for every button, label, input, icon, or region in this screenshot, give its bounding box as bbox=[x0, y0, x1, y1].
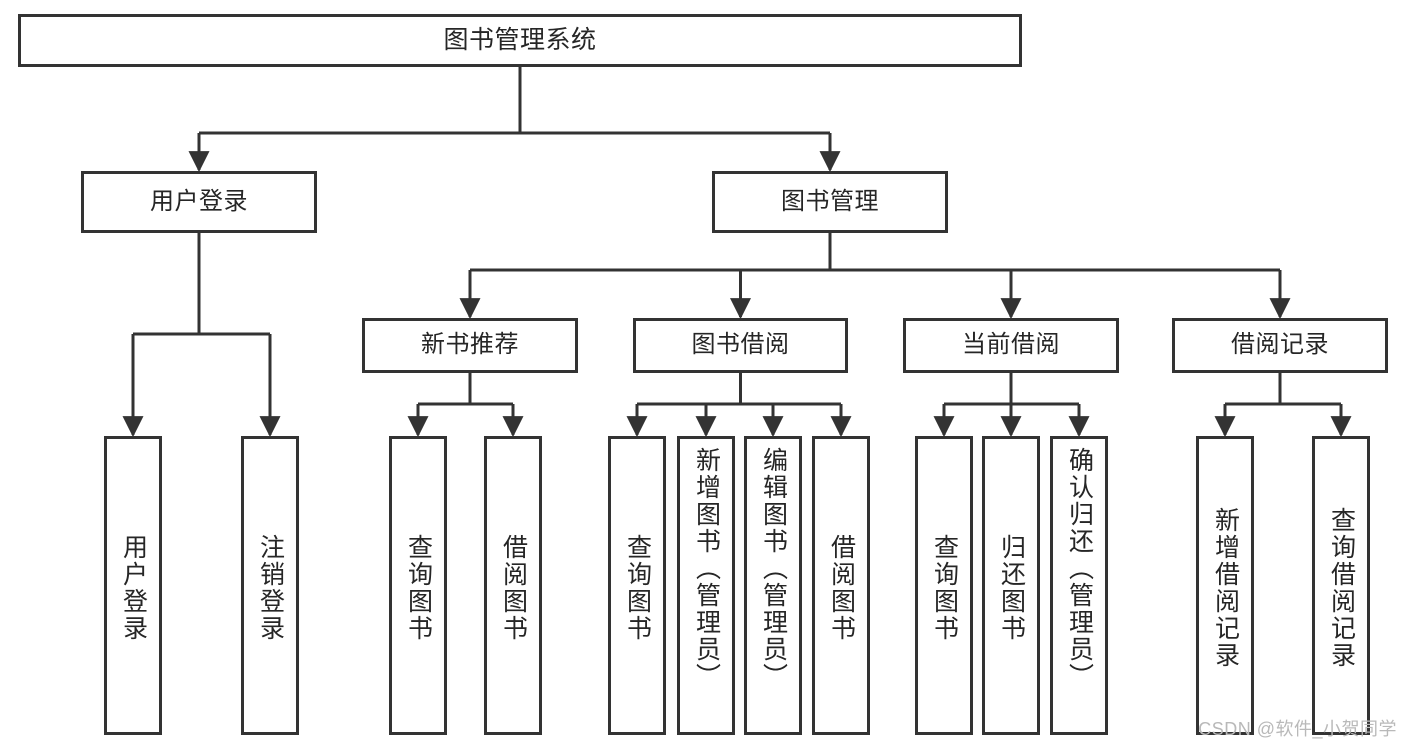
node-label: 归还图书 bbox=[997, 533, 1026, 642]
node-n3a[interactable]: 新书推荐 bbox=[362, 318, 578, 373]
node-l12[interactable]: 新增借阅记录 bbox=[1196, 436, 1254, 735]
node-label: 借阅图书 bbox=[827, 533, 856, 642]
node-label: 图书管理 bbox=[781, 187, 879, 215]
node-label: 借阅图书 bbox=[499, 533, 528, 642]
node-l2[interactable]: 注销登录 bbox=[241, 436, 299, 735]
node-l9[interactable]: 查询图书 bbox=[915, 436, 973, 735]
node-n2b[interactable]: 图书管理 bbox=[712, 171, 948, 233]
node-label: 注销登录 bbox=[256, 533, 285, 642]
node-l8[interactable]: 借阅图书 bbox=[812, 436, 870, 735]
node-label: 图书借阅 bbox=[691, 331, 790, 359]
watermark: CSDN @软件_小贺同学 bbox=[1198, 719, 1397, 739]
node-label: 新增图书（管理员） bbox=[692, 447, 721, 690]
node-label: 用户登录 bbox=[150, 187, 248, 215]
node-n3c[interactable]: 当前借阅 bbox=[903, 318, 1119, 373]
node-label: 查询图书 bbox=[930, 533, 959, 642]
node-l6[interactable]: 新增图书（管理员） bbox=[677, 436, 735, 735]
node-root[interactable]: 图书管理系统 bbox=[18, 14, 1022, 67]
node-l10[interactable]: 归还图书 bbox=[982, 436, 1040, 735]
node-label: 确认归还（管理员） bbox=[1065, 447, 1094, 690]
node-l7[interactable]: 编辑图书（管理员） bbox=[744, 436, 802, 735]
node-label: 借阅记录 bbox=[1231, 331, 1329, 359]
node-label: 用户登录 bbox=[119, 533, 148, 642]
node-label: 查询借阅记录 bbox=[1327, 506, 1356, 669]
node-label: 当前借阅 bbox=[962, 331, 1060, 359]
node-label: 新书推荐 bbox=[421, 331, 519, 359]
node-l1[interactable]: 用户登录 bbox=[104, 436, 162, 735]
node-label: 查询图书 bbox=[623, 533, 652, 642]
node-l4[interactable]: 借阅图书 bbox=[484, 436, 542, 735]
node-n3b[interactable]: 图书借阅 bbox=[633, 318, 848, 373]
node-l11[interactable]: 确认归还（管理员） bbox=[1050, 436, 1108, 735]
node-n2a[interactable]: 用户登录 bbox=[81, 171, 317, 233]
node-label: 查询图书 bbox=[404, 533, 433, 642]
node-label: 编辑图书（管理员） bbox=[759, 447, 788, 690]
node-l5[interactable]: 查询图书 bbox=[608, 436, 666, 735]
node-l3[interactable]: 查询图书 bbox=[389, 436, 447, 735]
node-n3d[interactable]: 借阅记录 bbox=[1172, 318, 1388, 373]
node-label: 新增借阅记录 bbox=[1211, 506, 1240, 669]
node-label: 图书管理系统 bbox=[443, 25, 597, 54]
node-l13[interactable]: 查询借阅记录 bbox=[1312, 436, 1370, 735]
